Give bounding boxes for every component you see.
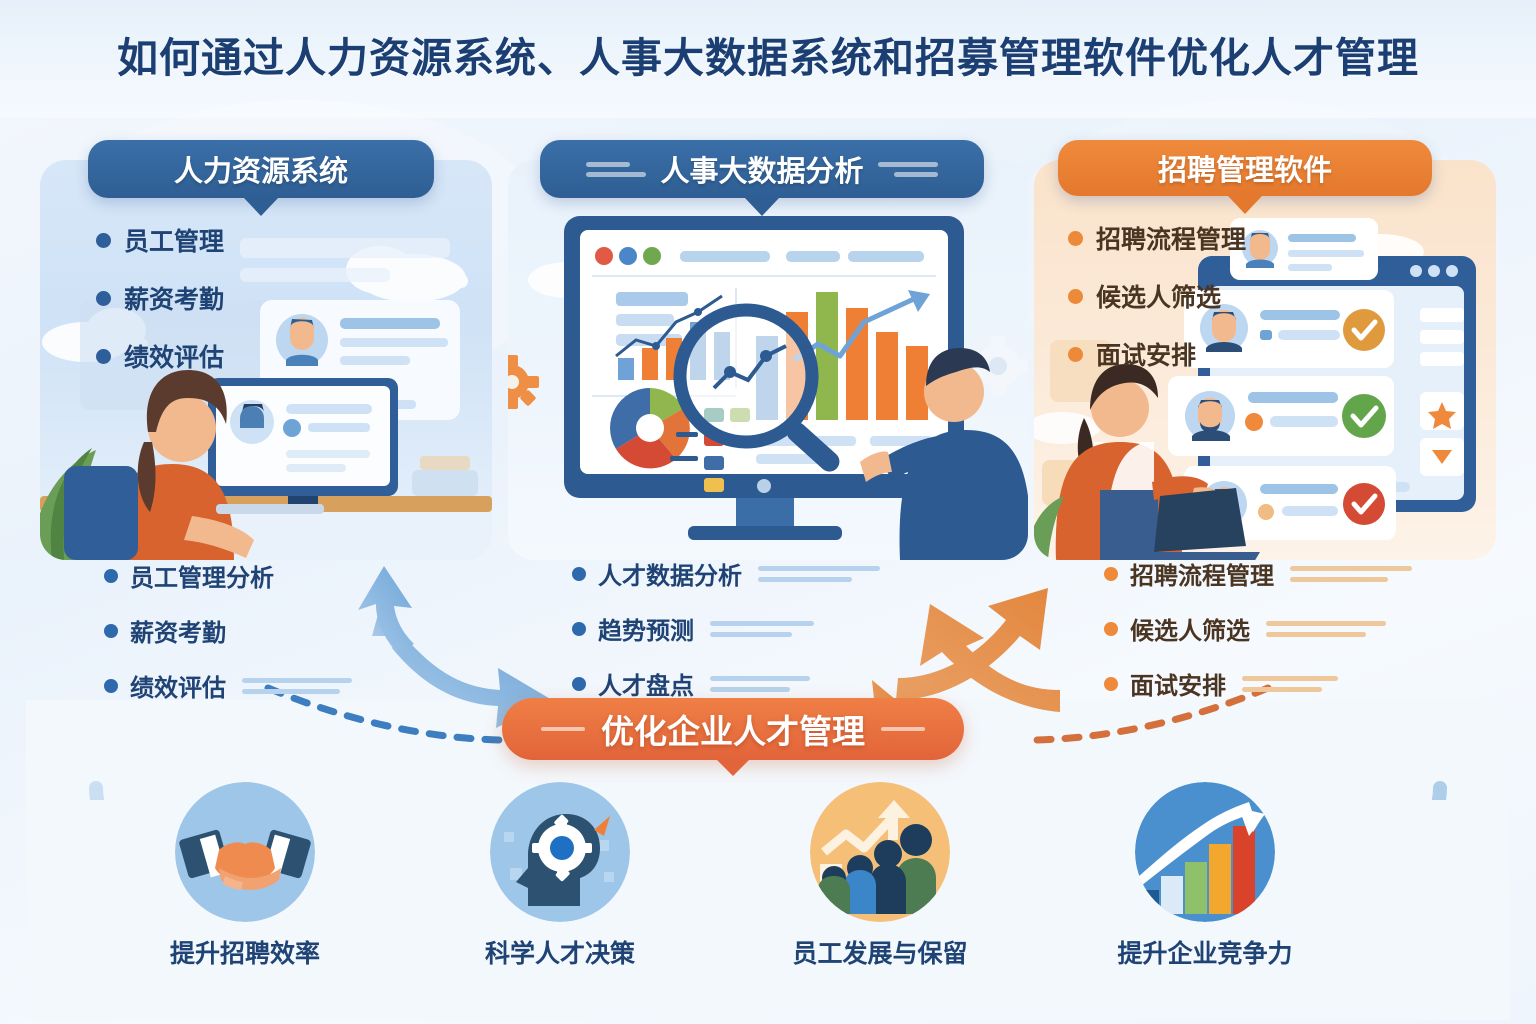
feature-label: 人才数据分析 — [598, 563, 742, 590]
bullet-list-recruiting: 招聘流程管理 候选人筛选 面试安排 — [1068, 220, 1246, 394]
bullet-list-hr-system: 员工管理 薪资考勤 绩效评估 — [96, 222, 224, 396]
feature-label: 面试安排 — [1130, 673, 1226, 700]
list-item: 人才数据分析 — [572, 556, 880, 591]
feature-label: 趋势预测 — [598, 618, 694, 645]
bullet-dot-icon — [1104, 676, 1118, 691]
list-item: 招聘流程管理 — [1068, 220, 1246, 256]
list-item: 人才盘点 — [572, 666, 880, 701]
bullet-dot-icon — [104, 623, 118, 638]
bullet-label: 薪资考勤 — [124, 286, 225, 314]
center-banner[interactable]: 优化企业人才管理 — [502, 698, 964, 776]
benefit-label: 提升招聘效率 — [169, 940, 320, 968]
bar-chart-up-icon — [1135, 782, 1275, 922]
bullet-label: 员工管理 — [124, 228, 225, 256]
bullet-label: 绩效评估 — [124, 344, 225, 372]
list-item: 薪资考勤 — [96, 280, 224, 316]
bullet-dot-icon — [572, 621, 586, 636]
bullet-dot-icon — [1104, 566, 1118, 581]
magnifying-glass-icon — [673, 303, 840, 472]
decor-lines — [1242, 675, 1338, 692]
bullet-label: 候选人筛选 — [1096, 284, 1222, 312]
feature-label: 员工管理分析 — [130, 565, 274, 592]
bullet-label: 招聘流程管理 — [1096, 226, 1247, 254]
benefit-label: 提升企业竞争力 — [1117, 940, 1293, 968]
decor-lines — [1290, 565, 1412, 582]
bullet-dot-icon — [1068, 346, 1083, 362]
list-item: 面试安排 — [1068, 336, 1246, 372]
decor-lines — [758, 565, 880, 582]
bullet-dot-icon — [96, 290, 111, 306]
list-item: 绩效评估 — [104, 668, 352, 703]
bullet-dot-icon — [104, 678, 118, 693]
bullet-dot-icon — [1104, 621, 1118, 636]
feature-label: 人才盘点 — [598, 673, 694, 700]
feature-list-right: 招聘流程管理 候选人筛选 面试安排 — [1104, 556, 1412, 721]
decor-lines — [1266, 620, 1386, 637]
center-banner-label: 优化企业人才管理 — [601, 713, 865, 750]
decor-dash-right — [881, 727, 925, 731]
chip-pointer — [745, 198, 779, 216]
illustration-recruiting — [1034, 218, 1476, 560]
head-gear-icon — [490, 782, 630, 922]
list-item: 候选人筛选 — [1104, 611, 1412, 646]
panel-header-recruiting-label: 招聘管理软件 — [1157, 155, 1332, 187]
benefit-label: 员工发展与保留 — [792, 940, 968, 968]
team-growth-icon — [810, 782, 950, 922]
bullet-dot-icon — [96, 348, 111, 364]
blue-dashed-curve — [264, 684, 504, 744]
decor-dashes-right — [877, 161, 938, 177]
benefit-item-1[interactable]: 科学人才决策 — [455, 782, 665, 970]
bullet-dot-icon — [1068, 230, 1083, 246]
list-item: 薪资考勤 — [104, 613, 352, 648]
list-item: 员工管理分析 — [104, 558, 352, 593]
feature-list-left: 员工管理分析 薪资考勤 绩效评估 — [104, 558, 352, 723]
bullet-dot-icon — [1068, 288, 1083, 304]
list-item: 绩效评估 — [96, 338, 224, 374]
list-item: 趋势预测 — [572, 611, 880, 646]
list-item: 招聘流程管理 — [1104, 556, 1412, 591]
benefit-item-3[interactable]: 提升企业竞争力 — [1100, 782, 1310, 970]
panel-header-hr-system-label: 人力资源系统 — [173, 156, 348, 188]
list-item: 员工管理 — [96, 222, 224, 258]
page-title: 如何通过人力资源系统、人事大数据系统和招募管理软件优化人才管理 — [117, 35, 1419, 81]
decor-lines — [242, 677, 352, 694]
bullet-dot-icon — [104, 568, 118, 583]
feature-label: 薪资考勤 — [130, 620, 226, 647]
bullet-dot-icon — [572, 676, 586, 691]
panel-header-big-data[interactable]: 人事大数据分析 — [540, 140, 984, 216]
decor-lines — [710, 620, 814, 637]
feature-label: 候选人筛选 — [1130, 618, 1250, 645]
chip-pointer — [717, 760, 749, 776]
decor-dashes-left — [586, 161, 647, 177]
feature-label: 绩效评估 — [130, 675, 226, 702]
panel-header-big-data-label: 人事大数据分析 — [660, 156, 864, 188]
feature-label: 招聘流程管理 — [1130, 563, 1274, 590]
list-item: 候选人筛选 — [1068, 278, 1246, 314]
handshake-icon — [175, 782, 315, 922]
benefit-label: 科学人才决策 — [484, 940, 635, 968]
chip-pointer — [1228, 196, 1262, 214]
bullet-dot-icon — [572, 566, 586, 581]
benefit-item-2[interactable]: 员工发展与保留 — [775, 782, 985, 970]
illustration-big-data-dashboard — [508, 216, 1028, 560]
chip-pointer — [244, 198, 278, 216]
panel-header-hr-system[interactable]: 人力资源系统 — [88, 140, 434, 216]
benefit-item-0[interactable]: 提升招聘效率 — [140, 782, 350, 970]
decor-dash-left — [541, 727, 585, 731]
orange-dashed-curve — [1032, 684, 1272, 744]
decor-lines — [710, 675, 810, 692]
feature-list-middle: 人才数据分析 趋势预测 人才盘点 — [572, 556, 880, 721]
bullet-dot-icon — [96, 232, 111, 248]
bullet-label: 面试安排 — [1096, 342, 1197, 370]
list-item: 面试安排 — [1104, 666, 1412, 701]
panel-header-recruiting[interactable]: 招聘管理软件 — [1058, 140, 1432, 214]
